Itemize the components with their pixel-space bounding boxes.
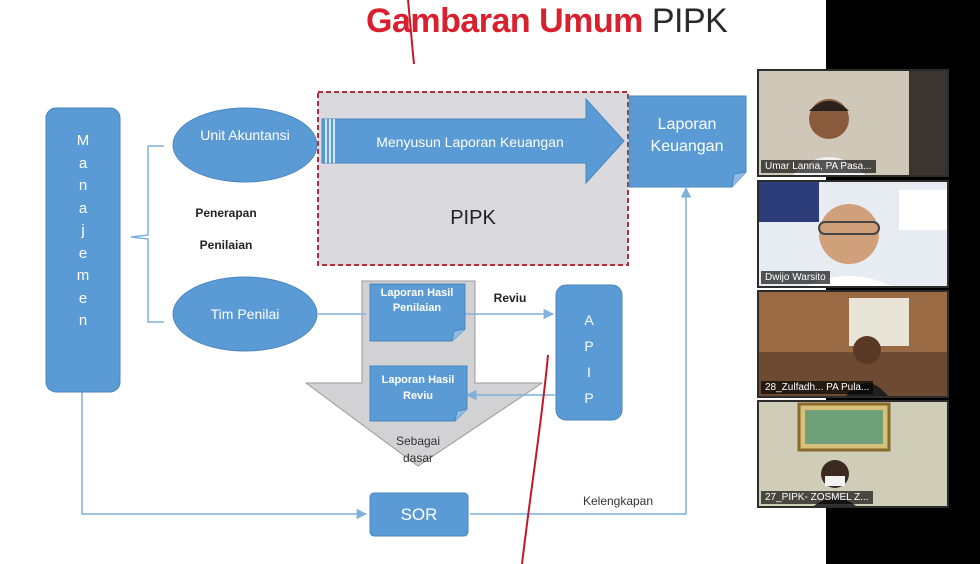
participant-tile[interactable]: 27_PIPK- ZOSMEL Z...: [757, 400, 949, 508]
title-red-part: Gambaran Umum: [366, 2, 643, 40]
apip-label: A P I P: [584, 312, 594, 406]
participant-tile[interactable]: Umar Lanna, PA Pasa...: [757, 69, 949, 177]
participant-tile[interactable]: 28_Zulfadh... PA Pula...: [757, 290, 949, 398]
pipk-diagram: [45, 0, 747, 564]
menyusun-arrow: [321, 97, 625, 185]
participant-name: Umar Lanna, PA Pasa...: [761, 160, 876, 173]
unit-akuntansi-ellipse: [172, 107, 318, 183]
participant-video: [759, 402, 947, 506]
kelengkapan-label: Kelengkapan: [582, 494, 654, 508]
participant-tile[interactable]: Dwijo Warsito: [757, 180, 949, 288]
manajemen-label: M a n a j e m e n: [76, 132, 90, 329]
slide-title: Gambaran Umum PIPK: [366, 2, 728, 41]
annotation-stroke-top: [407, 0, 415, 65]
participant-video: [759, 182, 947, 286]
manajemen-box: [45, 107, 121, 393]
sebagai-dasar-label: Sebagai dasar: [395, 434, 441, 465]
unit-akuntansi-label: Unit Akuntansi: [200, 127, 290, 143]
participant-name: 28_Zulfadh... PA Pula...: [761, 381, 874, 394]
brace: [130, 145, 164, 323]
sor-to-laporan-line: [470, 186, 692, 515]
laporan-keuangan-label: Laporan Keuangan: [650, 116, 724, 155]
penerapan-label: Penerapan: [195, 206, 257, 220]
pipk-label: PIPK: [450, 207, 496, 229]
manajemen-to-sor-line: [81, 392, 368, 520]
participant-video: [759, 292, 947, 396]
title-dark-part: PIPK: [651, 2, 728, 40]
laporan-hasil-penilaian-label: Laporan Hasil Penilaian: [380, 287, 454, 314]
sor-label: SOR: [400, 505, 438, 524]
menyusun-label: Menyusun Laporan Keuangan: [376, 134, 564, 150]
laporan-hasil-reviu-label: Laporan Hasil Reviu: [381, 374, 455, 402]
participant-name: 27_PIPK- ZOSMEL Z...: [761, 491, 873, 504]
reviu-label: Reviu: [493, 291, 527, 305]
tim-penilai-label: Tim Penilai: [210, 306, 280, 322]
annotation-stroke-bottom: [521, 354, 549, 564]
tim-penilai-ellipse: [172, 276, 318, 352]
pipk-region: [317, 91, 629, 266]
participant-video: [759, 71, 947, 175]
penilaian-label: Penilaian: [199, 238, 253, 252]
apip-box: [555, 284, 623, 421]
sor-box: [369, 492, 469, 537]
participant-name: Dwijo Warsito: [761, 271, 830, 284]
